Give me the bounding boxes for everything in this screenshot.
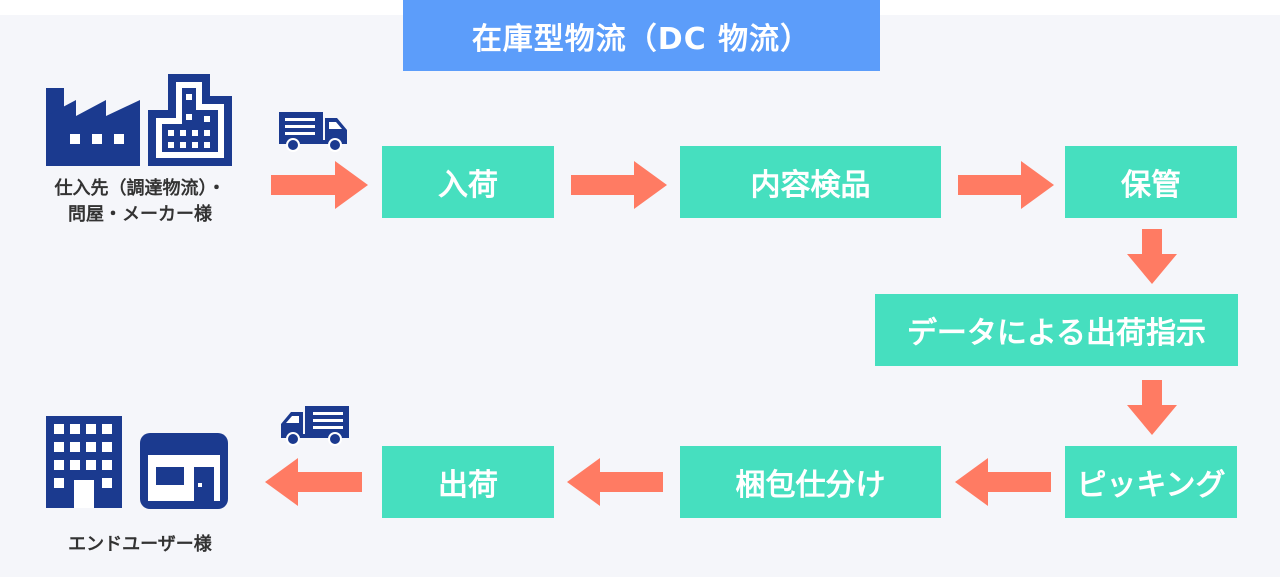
source-label-line1: 仕入先（調達物流）・	[54, 178, 226, 199]
destination-label: エンドユーザー様	[68, 534, 212, 555]
step-packing: 梱包仕分け	[680, 446, 941, 518]
store-icon	[140, 433, 228, 509]
arrow-right	[958, 161, 1054, 209]
truck-icon	[279, 406, 349, 446]
source-label: 仕入先（調達物流）・ 問屋・メーカー様	[14, 176, 266, 228]
building-icon	[46, 416, 122, 508]
step-shipping-instruction: データによる出荷指示	[875, 294, 1238, 366]
diagram-title: 在庫型物流（DC 物流）	[403, 0, 880, 71]
step-receiving: 入荷	[382, 146, 554, 218]
arrow-right	[571, 161, 667, 209]
arrow-down	[1127, 380, 1177, 435]
source-label-line2: 問屋・メーカー様	[68, 204, 212, 225]
arrow-left	[955, 458, 1051, 506]
truck-icon	[279, 112, 349, 152]
arrow-right	[271, 161, 368, 209]
step-storage: 保管	[1065, 146, 1237, 218]
factory-icon	[46, 82, 140, 166]
step-shipping: 出荷	[382, 446, 554, 518]
arrow-left	[265, 458, 362, 506]
step-inspection: 内容検品	[680, 146, 941, 218]
arrow-left	[567, 458, 663, 506]
building-icon	[148, 74, 232, 166]
step-picking: ピッキング	[1065, 446, 1237, 518]
arrow-down	[1127, 229, 1177, 284]
